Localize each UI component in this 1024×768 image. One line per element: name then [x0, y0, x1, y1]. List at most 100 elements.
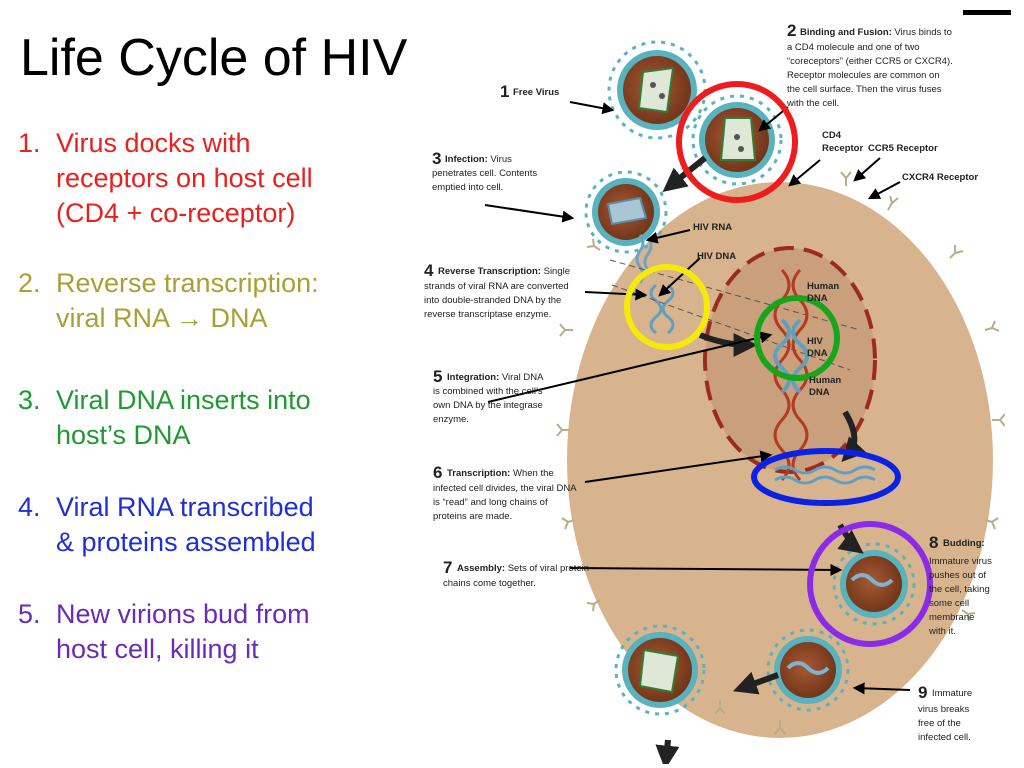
- step-number: 3: [432, 149, 441, 168]
- label-ccr5: CCR5 Receptor: [868, 143, 938, 154]
- step-title: Binding and Fusion:: [800, 27, 892, 38]
- svg-text:Infection: Virus: Infection: Virus: [445, 154, 512, 165]
- reverse-transcribed-dna: [649, 283, 675, 335]
- step-title: Free Virus: [513, 87, 559, 98]
- step-body-line: into double-stranded DNA by the: [424, 295, 561, 306]
- step-9-caption: 9 Immature virus breaks free of the infe…: [918, 683, 972, 743]
- highlight-integration: [754, 295, 840, 381]
- step-body-line: Immature virus: [929, 556, 992, 567]
- step-body-line: reverse transcriptase enzyme.: [424, 309, 551, 320]
- step-body-line: infected cell.: [918, 732, 971, 743]
- slide-title: Life Cycle of HIV: [20, 29, 408, 87]
- step-body-line: chains come together.: [443, 578, 536, 589]
- point-4: 4. Viral RNA transcribed & proteins assem…: [18, 490, 398, 560]
- svg-text:Reverse Transcription: Single: Reverse Transcription: Single: [438, 266, 570, 277]
- membrane-receptors: [556, 171, 1005, 735]
- step-title: Immature: [932, 688, 972, 699]
- step-body-line: proteins are made.: [433, 511, 512, 522]
- point-text: Viral DNA inserts into host’s DNA: [56, 385, 311, 450]
- point-3: 3. Viral DNA inserts into host’s DNA: [18, 383, 398, 453]
- step-number: 9: [918, 683, 927, 702]
- point-list: 1. Virus docks with receptors on host cel…: [18, 126, 398, 702]
- cell-nucleus: [703, 246, 877, 474]
- step-body-line: Virus: [488, 154, 512, 165]
- step-body-line: own DNA by the integrase: [433, 400, 543, 411]
- virion-binding: [691, 94, 783, 186]
- step-body-line: Virus binds to: [892, 27, 952, 38]
- svg-text:Integration: Viral DNA: Integration: Viral DNA: [447, 372, 544, 383]
- step-title: Reverse Transcription:: [438, 266, 541, 277]
- point-text: Viral RNA transcribed & proteins assembl…: [56, 492, 316, 557]
- point-text: Virus docks with receptors on host cell …: [56, 128, 313, 228]
- label-human-dna-top-2: DNA: [807, 293, 828, 304]
- point-text: New virions bud from host cell, killing …: [56, 599, 310, 664]
- label-cd4: CD4: [822, 130, 842, 141]
- step-5-caption: 5 Integration: Viral DNA is combined wit…: [433, 367, 544, 425]
- step-body-line: emptied into cell.: [432, 182, 503, 193]
- virion-budding: [832, 542, 916, 626]
- highlight-reverse-transcription: [624, 264, 710, 350]
- point-2: 2. Reverse transcription: viral RNA → DNA: [18, 266, 398, 336]
- point-number: 2.: [18, 268, 41, 298]
- step-title: Assembly:: [457, 563, 505, 574]
- step-body-line: “coreceptors” (either CCR5 or CXCR4).: [787, 56, 953, 67]
- step-body-line: Receptor molecules are common on: [787, 70, 940, 81]
- step-title: Infection:: [445, 154, 488, 165]
- step-body-line: enzyme.: [433, 414, 469, 425]
- step-number: 4: [424, 261, 434, 280]
- step-body-line: Viral DNA: [499, 372, 544, 383]
- hiv-life-cycle-diagram: 1 Free Virus 2 Binding and Fusion: Virus…: [424, 21, 1005, 764]
- step-body-line: is “read” and long chains of: [433, 497, 548, 508]
- step-body-line: some cell: [929, 598, 969, 609]
- step-body-line: virus breaks: [918, 704, 969, 715]
- step-body-line: When the: [510, 468, 553, 479]
- step-8-caption: 8 Budding: Immature virus pushes out of …: [928, 533, 992, 637]
- step-6-caption: 6 Transcription: When the infected cell …: [433, 463, 577, 522]
- step-body-line: pushes out of: [929, 570, 986, 581]
- step-7-caption: 7 Assembly: Sets of viral protein chains…: [443, 558, 589, 589]
- label-hiv-dna-nucleus-2: DNA: [807, 348, 828, 359]
- step-1-caption: 1 Free Virus: [500, 82, 559, 101]
- step-body-line: with the cell.: [786, 98, 839, 109]
- title-corner-bar: [963, 10, 1011, 15]
- step-body-line: with it.: [928, 626, 956, 637]
- label-cxcr4: CXCR4 Receptor: [902, 172, 978, 183]
- point-number: 4.: [18, 492, 41, 522]
- highlight-budding: [807, 521, 933, 647]
- step-3-caption: 3 Infection: Virus penetrates cell. Cont…: [432, 149, 537, 193]
- step-body-line: strands of viral RNA are converted: [424, 281, 569, 292]
- label-human-dna-top: Human: [807, 281, 839, 292]
- label-hiv-dna-nucleus: HIV: [807, 336, 824, 347]
- step-body-line: membrane: [929, 612, 974, 623]
- svg-text:Binding and Fusion: Virus bind: Binding and Fusion: Virus binds to: [800, 27, 952, 38]
- step-body-line: the cell, taking: [929, 584, 990, 595]
- step-2-caption: 2 Binding and Fusion: Virus binds to a C…: [786, 21, 953, 109]
- label-hiv-rna: HIV RNA: [693, 222, 732, 233]
- point-1: 1. Virus docks with receptors on host cel…: [18, 126, 398, 231]
- step-number: 7: [443, 558, 452, 577]
- step-body-line: infected cell divides, the viral DNA: [433, 483, 577, 494]
- point-text: Reverse transcription: viral RNA → DNA: [56, 268, 319, 333]
- step-title: Transcription:: [447, 468, 510, 479]
- step-4-caption: 4 Reverse Transcription: Single strands …: [424, 261, 570, 320]
- virion-immature: [766, 628, 850, 712]
- svg-text:Transcription: When the: Transcription: When the: [447, 468, 554, 479]
- step-title: Integration:: [447, 372, 499, 383]
- pointer-arrows: [484, 101, 911, 695]
- step-body-line: Sets of viral protein: [505, 563, 589, 574]
- point-number: 5.: [18, 599, 41, 629]
- virion-mature: [614, 624, 706, 716]
- step-body-line: the cell surface. Then the virus fuses: [787, 84, 942, 95]
- step-body-line: free of the: [918, 718, 961, 729]
- transcribed-rna: [774, 465, 876, 485]
- step-number: 6: [433, 463, 442, 482]
- step-number: 5: [433, 367, 442, 386]
- point-number: 1.: [18, 128, 41, 158]
- step-body-line: a CD4 molecule and one of two: [787, 42, 920, 53]
- virion-free: [607, 40, 707, 140]
- step-title: Budding:: [943, 538, 985, 549]
- point-number: 3.: [18, 385, 41, 415]
- step-number: 2: [787, 21, 796, 40]
- label-hiv-dna: HIV DNA: [697, 251, 736, 262]
- step-body-line: is combined with the cell’s: [433, 386, 543, 397]
